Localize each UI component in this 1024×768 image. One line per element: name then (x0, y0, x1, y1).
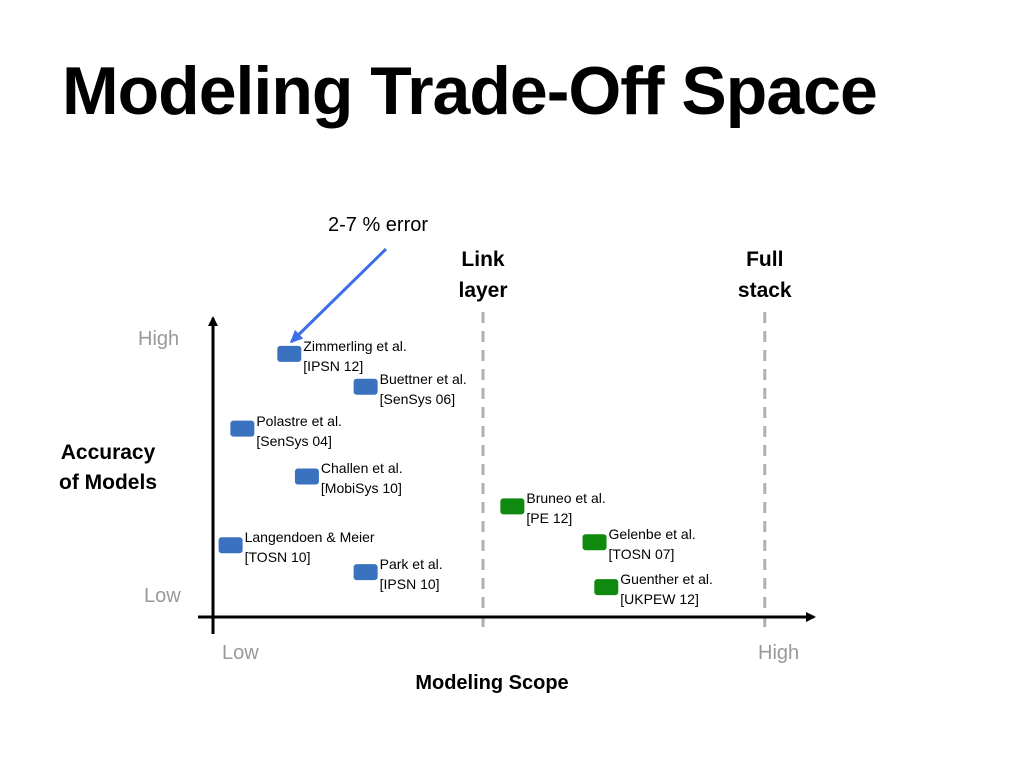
y-axis-label: Accuracy of Models (40, 438, 176, 498)
point-venue-challen: [MobiSys 10] (320, 480, 402, 497)
point-label-challen: Challen et al. [MobiSys 10] (321, 458, 403, 498)
point-label-park: Park et al. [IPSN 10] (380, 554, 443, 594)
x-tick-high: High (758, 642, 800, 664)
point-label-guenther: Guenther et al. [UKPEW 12] (620, 569, 713, 609)
point-name-guenther: Guenther et al. (620, 571, 713, 588)
point-name-zimmerling: Zimmerling et al. (303, 337, 407, 354)
point-venue-buettner: [SenSys 06] (379, 390, 456, 407)
point-name-challen: Challen et al. (320, 460, 403, 477)
point-name-gelenbe: Gelenbe et al. (608, 526, 696, 543)
y-tick-high: High (138, 328, 180, 350)
point-label-gelenbe: Gelenbe et al. [TOSN 07] (609, 524, 696, 564)
point-park (353, 564, 378, 581)
point-buettner (353, 378, 378, 395)
point-venue-park: [IPSN 10] (379, 576, 440, 593)
y-axis-label-line-1: Accuracy (60, 441, 156, 464)
slide-title: Modeling Trade-Off Space (62, 53, 878, 129)
point-name-polastre: Polastre et al. (256, 412, 342, 429)
point-label-langendoen: Langendoen & Meier [TOSN 10] (245, 527, 375, 567)
point-venue-polastre: [SenSys 04] (256, 432, 332, 449)
x-axis-label: Modeling Scope (415, 672, 569, 694)
point-langendoen (218, 537, 243, 554)
y-axis-label-line-2: of Models (59, 471, 157, 494)
y-tick-low: Low (144, 585, 181, 607)
point-zimmerling (277, 345, 302, 362)
callout-text: 2-7 % error (328, 214, 429, 236)
point-label-buettner: Buettner et al. [SenSys 06] (380, 369, 467, 409)
region-label-0: Link layer (458, 248, 508, 302)
point-label-zimmerling: Zimmerling et al. [IPSN 12] (303, 336, 406, 376)
point-name-bruneo: Bruneo et al. (526, 490, 606, 507)
point-venue-langendoen: [TOSN 10] (244, 549, 311, 566)
point-guenther (594, 579, 619, 596)
point-venue-gelenbe: [TOSN 07] (608, 546, 675, 563)
point-label-bruneo: Bruneo et al. [PE 12] (526, 488, 605, 528)
point-bruneo (500, 498, 525, 515)
callout-arrow (289, 247, 388, 344)
point-venue-zimmerling: [IPSN 12] (303, 357, 364, 374)
x-tick-low: Low (222, 642, 259, 664)
point-venue-bruneo: [PE 12] (526, 510, 573, 527)
point-name-langendoen: Langendoen & Meier (244, 529, 375, 546)
region-label-1: Full stack (737, 248, 792, 302)
point-challen (294, 468, 319, 485)
point-name-park: Park et al. (379, 556, 443, 573)
point-name-buettner: Buettner et al. (379, 370, 467, 387)
point-gelenbe (582, 534, 607, 551)
point-polastre (230, 420, 255, 437)
point-venue-guenther: [UKPEW 12] (620, 591, 699, 608)
point-label-polastre: Polastre et al. [SenSys 04] (256, 411, 342, 451)
